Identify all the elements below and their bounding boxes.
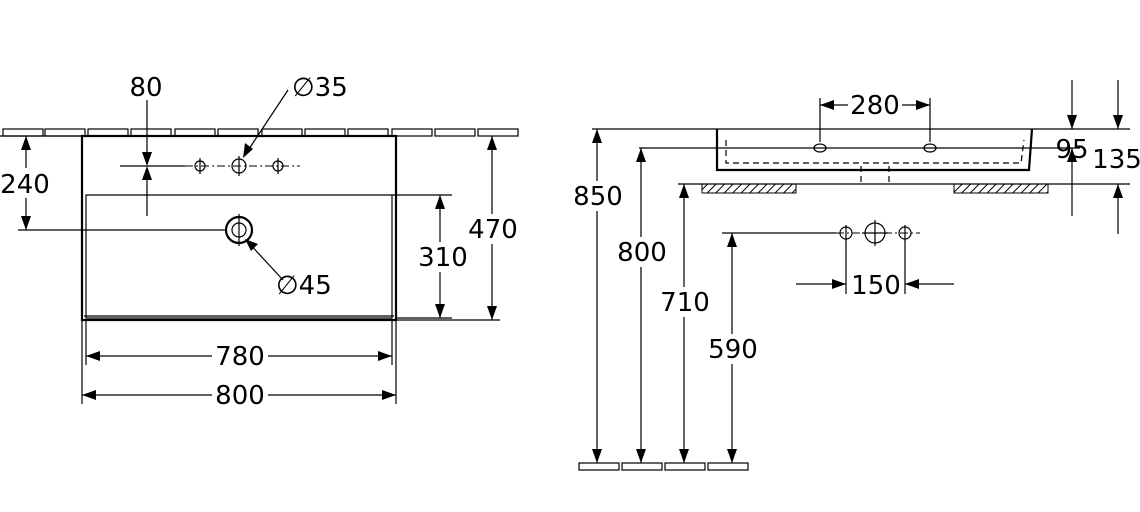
dim-d35-label: ∅35 xyxy=(292,73,348,103)
wall-tap-holes xyxy=(836,220,920,246)
dim-95-label: 95 xyxy=(1055,135,1088,165)
plan-view: 80 ∅35 240 ∅45 310 470 xyxy=(0,73,520,411)
basin-outline xyxy=(80,134,398,322)
dim-590-label: 590 xyxy=(708,335,758,365)
floor-strip xyxy=(578,462,749,471)
basin-profile xyxy=(715,128,1034,172)
side-view: 280 95 135 850 800 xyxy=(573,80,1140,471)
basin-bowl xyxy=(85,194,393,319)
dim-310-label: 310 xyxy=(418,243,468,273)
dim-470-label: 470 xyxy=(468,215,518,245)
dim-d45-label: ∅45 xyxy=(276,271,332,301)
dim-800-label: 800 xyxy=(215,381,265,411)
dim-850-label: 850 xyxy=(573,182,623,212)
dim-280-label: 280 xyxy=(850,91,900,121)
dim-800-side-label: 800 xyxy=(617,238,667,268)
dim-710-label: 710 xyxy=(660,288,710,318)
dim-135-label: 135 xyxy=(1092,145,1140,175)
dim-240-label: 240 xyxy=(0,170,50,200)
tap-holes xyxy=(185,156,300,176)
dim-150-label: 150 xyxy=(851,271,901,301)
dim-80-label: 80 xyxy=(129,73,162,103)
dim-780-label: 780 xyxy=(215,342,265,372)
